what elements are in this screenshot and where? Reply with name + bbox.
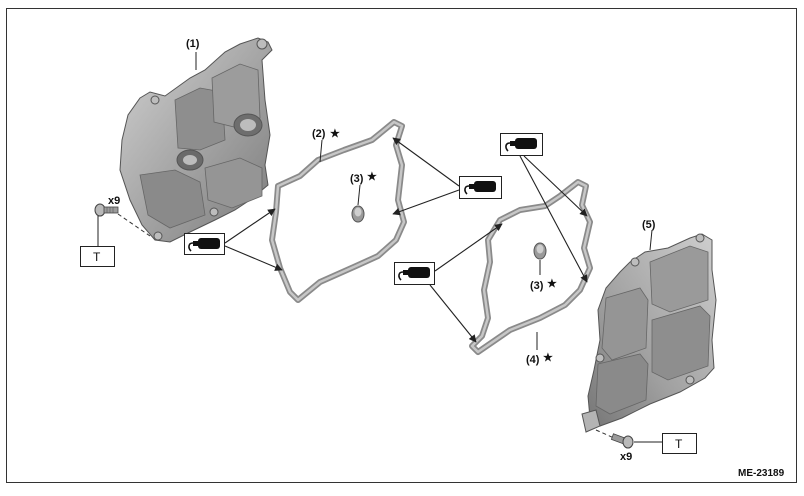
torque-label-right: T: [675, 437, 683, 451]
bolt-insertion-line-right: [595, 429, 615, 439]
camshaft-cover-right: [581, 233, 717, 433]
camshaft-cover-left: [119, 37, 273, 243]
callout-leader-3-left: [357, 184, 361, 206]
star-gasket-left: ★: [330, 128, 340, 140]
callout-plug-left: (3): [350, 173, 364, 185]
liquid-gasket-icon: [459, 176, 502, 199]
liquid-gasket-icon: [184, 233, 225, 255]
plug-left: [351, 205, 365, 223]
arrow-right-box-lower: [429, 284, 477, 343]
star-plug-left: ★: [367, 171, 377, 183]
callout-gasket-right: (4): [526, 354, 540, 366]
liquid-gasket-icon: [500, 133, 543, 156]
bolt-count-right: x9: [620, 451, 632, 463]
diagram-border: [6, 8, 797, 483]
arrow-right-box-upper: [434, 223, 503, 272]
callout-leader-5: [649, 229, 653, 251]
torque-box-right: [662, 433, 697, 454]
bolt-icon: [610, 433, 634, 449]
figure-reference-code: ME-23189: [738, 468, 785, 479]
arrow-topright-box-upper: [523, 155, 588, 217]
gasket-right: [469, 179, 593, 355]
arrow-left-box-upper: [224, 208, 276, 244]
star-plug-right: ★: [547, 278, 557, 290]
bolt-icon: [94, 203, 119, 217]
callout-cover-left: (1): [186, 38, 200, 50]
plug-right: [533, 242, 547, 260]
callout-cover-right: (5): [642, 219, 656, 231]
bolt-count-left: x9: [108, 195, 120, 207]
callout-gasket-left: (2): [312, 128, 326, 140]
torque-box-left: [80, 246, 115, 267]
callout-plug-right: (3): [530, 280, 544, 292]
torque-label-left: T: [93, 250, 101, 264]
arrow-center-box-upper: [392, 137, 460, 187]
liquid-gasket-icon: [394, 262, 435, 285]
callout-leader-2: [319, 139, 323, 163]
gasket-left: [269, 119, 407, 303]
arrow-left-box-lower: [224, 245, 283, 271]
star-gasket-right: ★: [543, 352, 553, 364]
arrow-center-box-lower: [392, 189, 460, 216]
arrow-topright-box-lower: [519, 155, 588, 283]
